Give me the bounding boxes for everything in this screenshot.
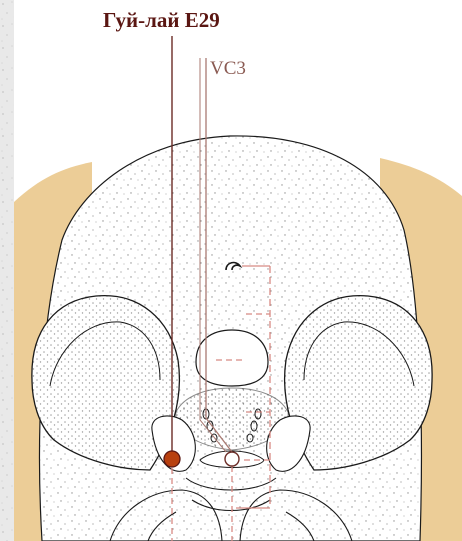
point-2-marker <box>225 452 239 466</box>
point-2-label: VC3 <box>210 58 246 80</box>
point-1-marker <box>164 451 180 467</box>
sacral-promontory <box>196 330 268 386</box>
point-1-label: Гуй-лай E29 <box>103 8 220 33</box>
